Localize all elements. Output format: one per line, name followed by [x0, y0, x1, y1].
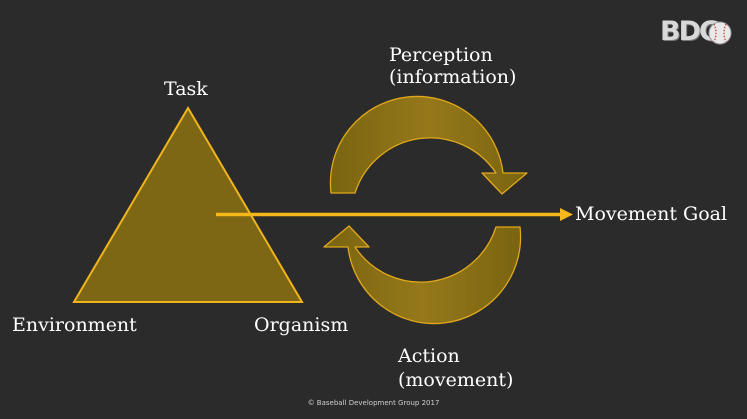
- label-environment: Environment: [12, 314, 137, 336]
- task-triangle: [72, 106, 304, 303]
- label-action-line1: Action: [398, 345, 460, 367]
- label-organism: Organism: [254, 314, 349, 336]
- label-perception-line1: Perception: [389, 44, 493, 66]
- perception-arrow: [329, 95, 528, 195]
- copyright-footer: © Baseball Development Group 2017: [307, 399, 440, 407]
- bdg-logo: BDG: [660, 16, 736, 48]
- label-action: Action (movement): [398, 344, 513, 392]
- label-movement-goal: Movement Goal: [575, 203, 728, 225]
- label-perception-line2: (information): [389, 66, 517, 88]
- goal-arrow-head: [560, 208, 573, 221]
- label-action-line2: (movement): [398, 369, 514, 391]
- label-perception: Perception (information): [389, 44, 516, 88]
- label-task: Task: [164, 78, 208, 100]
- action-arrow: [323, 225, 522, 325]
- baseball-icon: [708, 21, 732, 45]
